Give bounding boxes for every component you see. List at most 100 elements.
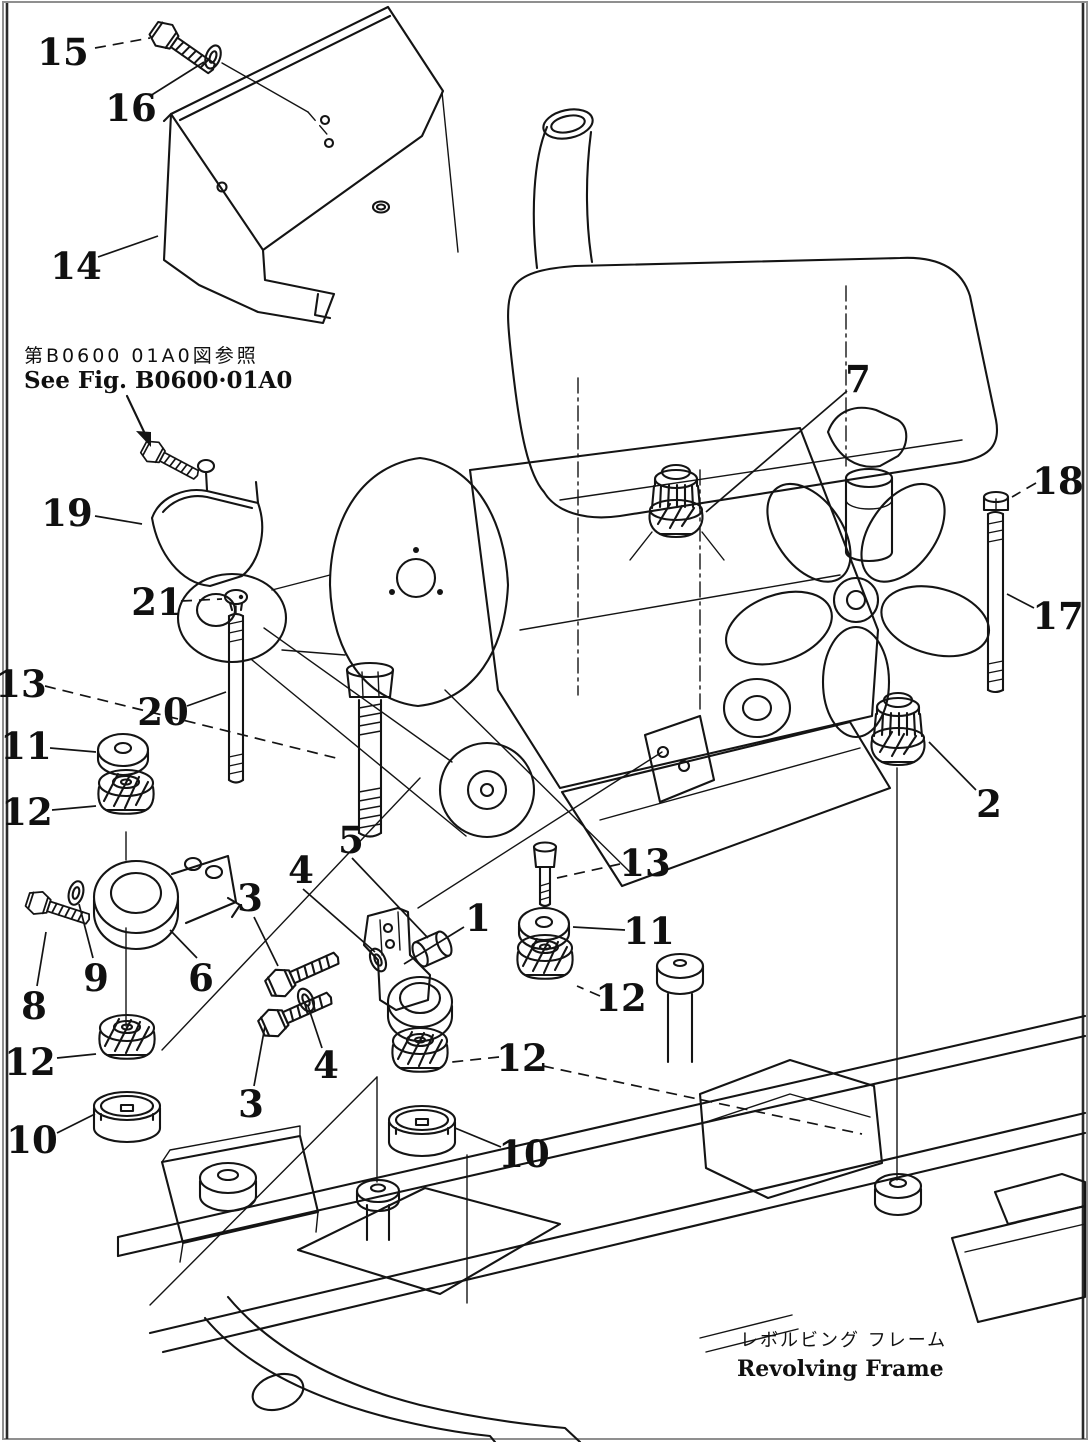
callout-label-2-28: 2 bbox=[976, 782, 1002, 826]
callout-label-21-4: 21 bbox=[131, 580, 183, 624]
callout-leader-12-23-1 bbox=[542, 1065, 863, 1135]
callout-label-1-17: 1 bbox=[465, 896, 491, 940]
callout-leader-3-14 bbox=[253, 916, 279, 967]
callout-label-17-27: 17 bbox=[1032, 594, 1084, 638]
callout-leader-5-16 bbox=[351, 857, 429, 939]
callout-leader-2-28 bbox=[928, 741, 977, 791]
callout-label-13-5: 13 bbox=[0, 662, 47, 706]
flywheel-housing bbox=[328, 456, 510, 708]
callout-label-4-19: 4 bbox=[313, 1043, 339, 1087]
callout-label-14-2: 14 bbox=[50, 244, 102, 288]
callout-leader-11-7 bbox=[49, 747, 97, 753]
frame-plates-right bbox=[950, 1172, 1087, 1324]
oil-pan bbox=[560, 720, 892, 888]
callout-leader-8-9 bbox=[36, 931, 47, 987]
engine-mount-7 bbox=[648, 463, 704, 539]
line-art bbox=[23, 5, 1087, 1442]
callout-leader-12-8 bbox=[51, 805, 97, 811]
callout-label-18-26: 18 bbox=[1032, 459, 1084, 503]
callout-leader-4-15 bbox=[302, 888, 376, 953]
callout-label-10-13: 10 bbox=[6, 1118, 58, 1162]
crank-pulley bbox=[438, 741, 536, 839]
callout-leader-7-25 bbox=[705, 390, 848, 513]
callout-leader-4-19 bbox=[307, 1005, 323, 1049]
frame-bracket-right bbox=[698, 1058, 923, 1217]
engine-assembly bbox=[176, 108, 999, 888]
frame-bracket-left bbox=[160, 1125, 320, 1263]
callout-label-12-8: 12 bbox=[1, 790, 53, 834]
cushion-12-left-lower bbox=[98, 1013, 156, 1060]
callout-label-9-10: 9 bbox=[83, 956, 109, 1000]
callout-label-10-24: 10 bbox=[498, 1132, 550, 1176]
callout-leader-19-3 bbox=[94, 515, 143, 525]
see-fig-note-en: See Fig. B0600·01A0 bbox=[24, 367, 292, 394]
fuel-filter bbox=[844, 467, 894, 563]
callout-leader-15-0 bbox=[94, 37, 151, 49]
fan-belt bbox=[251, 627, 467, 837]
callout-leader-10-24 bbox=[454, 1127, 502, 1148]
callout-leader-21-4 bbox=[180, 598, 223, 602]
callout-label-12-23: 12 bbox=[496, 1036, 548, 1080]
cushion-12-center bbox=[391, 1026, 449, 1073]
callout-label-16-1: 16 bbox=[105, 86, 157, 130]
callout-label-6-11: 6 bbox=[188, 956, 214, 1000]
starter-motor bbox=[722, 677, 792, 739]
construction-lines bbox=[125, 605, 898, 1306]
callout-leader-11-21 bbox=[572, 926, 626, 931]
washer-11-left bbox=[96, 732, 150, 777]
callout-label-11-7: 11 bbox=[0, 724, 52, 768]
alternator bbox=[176, 572, 346, 664]
callout-label-12-12: 12 bbox=[4, 1040, 56, 1084]
callout-label-7-25: 7 bbox=[845, 357, 871, 401]
cup-10-center bbox=[387, 1104, 457, 1158]
frame-caption-en: Revolving Frame bbox=[737, 1356, 944, 1382]
callout-label-19-3: 19 bbox=[41, 491, 93, 535]
callout-leader-13-20 bbox=[556, 863, 621, 879]
callout-label-12-22: 12 bbox=[595, 976, 647, 1020]
bracket-ring-1 bbox=[362, 906, 454, 1043]
washer-11-right bbox=[517, 906, 571, 951]
muffler bbox=[507, 256, 999, 519]
frame-front-tube bbox=[203, 1295, 582, 1442]
callout-label-15-0: 15 bbox=[37, 30, 89, 74]
callout-label-3-18: 3 bbox=[238, 1082, 264, 1126]
callout-label-8-9: 8 bbox=[21, 984, 47, 1028]
bracket-19 bbox=[150, 458, 264, 588]
mount-bracket-6 bbox=[92, 854, 242, 950]
intake-elbow bbox=[826, 406, 908, 468]
callout-label-20-6: 20 bbox=[137, 690, 189, 734]
cushion-12-left-upper bbox=[97, 768, 155, 815]
exhaust-pipe bbox=[532, 108, 594, 270]
cylinder-block bbox=[468, 426, 880, 790]
callout-label-5-16: 5 bbox=[338, 818, 364, 862]
callout-leader-3-18 bbox=[253, 1025, 266, 1087]
cap-nut-18 bbox=[982, 490, 1010, 512]
callout-leader-12-22 bbox=[576, 985, 601, 997]
callout-leader-17-27 bbox=[1006, 593, 1035, 609]
callout-leader-12-12 bbox=[56, 1053, 97, 1059]
callout-leader-9-10 bbox=[78, 903, 94, 959]
callout-leader-1-17 bbox=[403, 926, 465, 965]
washer-16 bbox=[201, 42, 459, 253]
rod-20 bbox=[227, 612, 245, 784]
callout-leader-6-11 bbox=[169, 929, 198, 959]
engine-mount-2 bbox=[870, 691, 926, 767]
spacer-5 bbox=[411, 930, 453, 968]
see-fig-note-jp: 第B0600 01A0図参照 bbox=[24, 345, 259, 367]
callout-leader-18-26 bbox=[1011, 482, 1037, 498]
callout-leader-16-1 bbox=[149, 61, 205, 97]
frame-caption-jp: レボルビング フレーム bbox=[740, 1330, 947, 1351]
cup-10-left bbox=[92, 1090, 162, 1144]
bolt-13-right bbox=[532, 841, 558, 908]
rod-17 bbox=[986, 510, 1005, 694]
callout-leader-10-13 bbox=[56, 1113, 96, 1134]
bolt-3-upper bbox=[261, 943, 345, 1003]
callout-leader-13-5 bbox=[44, 685, 337, 759]
engine-bracket bbox=[643, 714, 716, 804]
bolt-13-left bbox=[345, 661, 395, 838]
callout-label-3-14: 3 bbox=[237, 876, 263, 920]
callout-label-11-21: 11 bbox=[623, 909, 675, 953]
frame-stud-right bbox=[655, 952, 705, 1064]
